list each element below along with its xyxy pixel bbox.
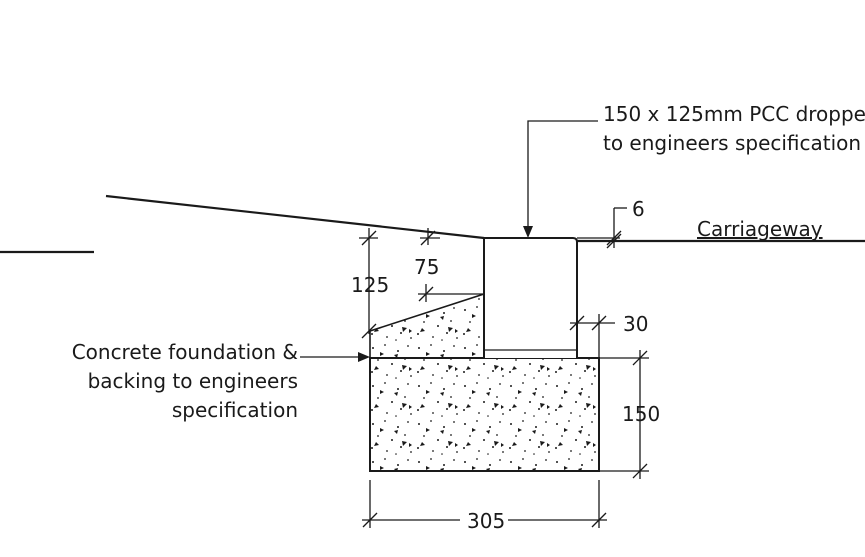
dim-foundation-width-value: 305 [467,509,505,533]
carriageway-label: Carriageway [697,217,823,241]
kerb-block [483,237,578,358]
dim-offset-tick-right [591,315,607,331]
foundation-spec-label-line1: Concrete foundation & [72,340,298,364]
dim-foundation-depth-value: 150 [622,402,660,426]
dim-foundation-depth-tick-bottom [632,463,648,479]
dim-haunch-depth-tick-bottom [361,323,377,339]
dim-foundation-width-tick-left [362,512,378,528]
verge-slope-line [105,194,485,240]
kerb-spec-label-line2: to engineers specification [603,131,861,155]
concrete-foundation [369,357,600,472]
concrete-haunch [369,292,485,359]
dim-haunch-width-value: 75 [414,255,439,279]
dim-haunch-width-tick2 [418,286,434,302]
dim-haunch-depth-value: 125 [351,273,389,297]
foundation-spec-arrowhead [358,352,370,362]
dim-upstand-value: 6 [632,197,645,221]
dim-offset-value: 30 [623,312,648,336]
kerb-spec-arrowhead [523,226,533,238]
dim-foundation-depth-tick-top [632,350,648,366]
foundation-spec-label-line3: specification [172,398,298,422]
dim-offset-tick-left [569,315,585,331]
dim-foundation-width-tick-right [591,512,607,528]
kerb-spec-leader [527,120,598,229]
dim-haunch-width-tick1 [420,230,436,246]
kerb-spec-label-line1: 150 x 125mm PCC droppe [603,102,865,126]
foundation-spec-label-line2: backing to engineers [88,369,298,393]
dim-upstand-tick-bottom [606,233,622,249]
dim-haunch-depth-tick-top [361,230,377,246]
